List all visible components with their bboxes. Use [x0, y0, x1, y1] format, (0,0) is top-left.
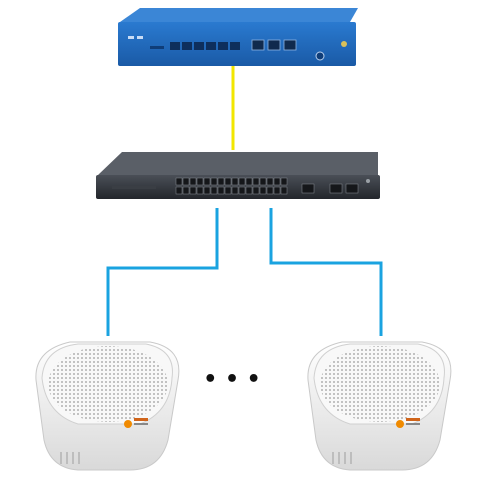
gateway-port-group [170, 39, 297, 51]
link-switch-ap-left [106, 208, 219, 336]
more-devices-ellipsis: • • • [203, 367, 261, 392]
switch-port-grid [175, 177, 359, 195]
ap-logo-icon [396, 420, 404, 428]
ap-logo-icon [124, 420, 132, 428]
network-gateway-appliance-icon [118, 8, 358, 66]
wireless-access-point-right [307, 341, 452, 471]
connection-links [106, 66, 383, 336]
wireless-access-point-icon [35, 341, 180, 471]
wireless-access-point-icon [307, 341, 452, 471]
wireless-access-point-left [35, 341, 180, 471]
ethernet-switch-icon [96, 152, 380, 199]
link-switch-ap-right [269, 208, 383, 336]
